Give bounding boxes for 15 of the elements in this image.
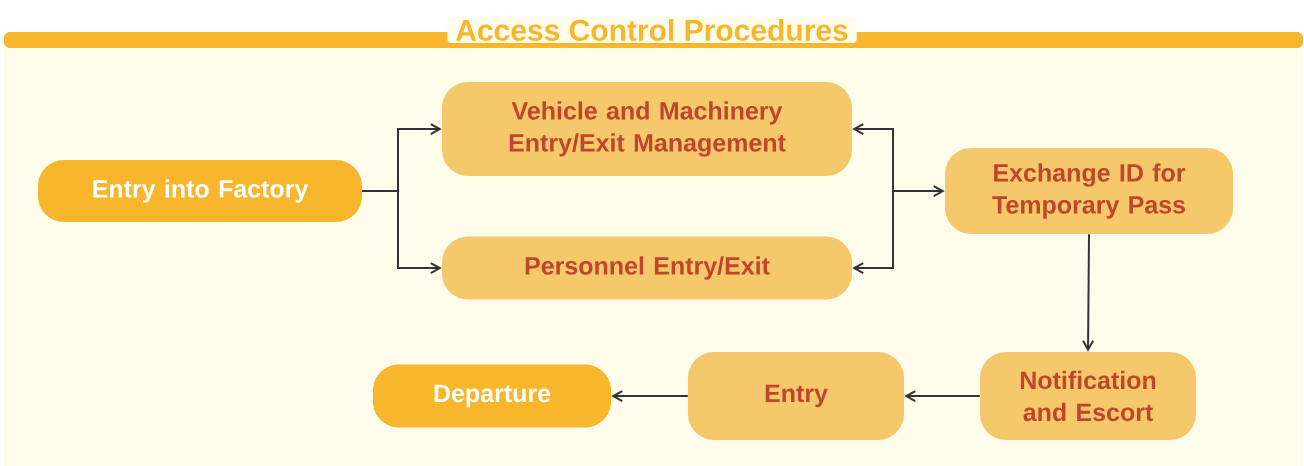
process-box: Entry <box>688 352 904 440</box>
arrow <box>361 190 442 274</box>
start-end-box: Departure <box>373 364 611 428</box>
start-end-box: Entry into Factory <box>38 160 362 222</box>
arrow <box>904 390 981 402</box>
arrow <box>611 390 689 402</box>
process-box: Vehicle and Machinery Entry/Exit Management <box>442 82 852 176</box>
arrow <box>852 123 894 192</box>
process-box: Personnel Entry/Exit <box>442 236 852 300</box>
title: Access Control Procedures <box>447 17 857 43</box>
process-box: Notification and Escort <box>980 352 1196 440</box>
arrow <box>1082 233 1095 352</box>
arrow <box>892 185 945 197</box>
arrow <box>852 190 894 274</box>
process-box: Exchange ID for Temporary Pass <box>945 148 1233 234</box>
